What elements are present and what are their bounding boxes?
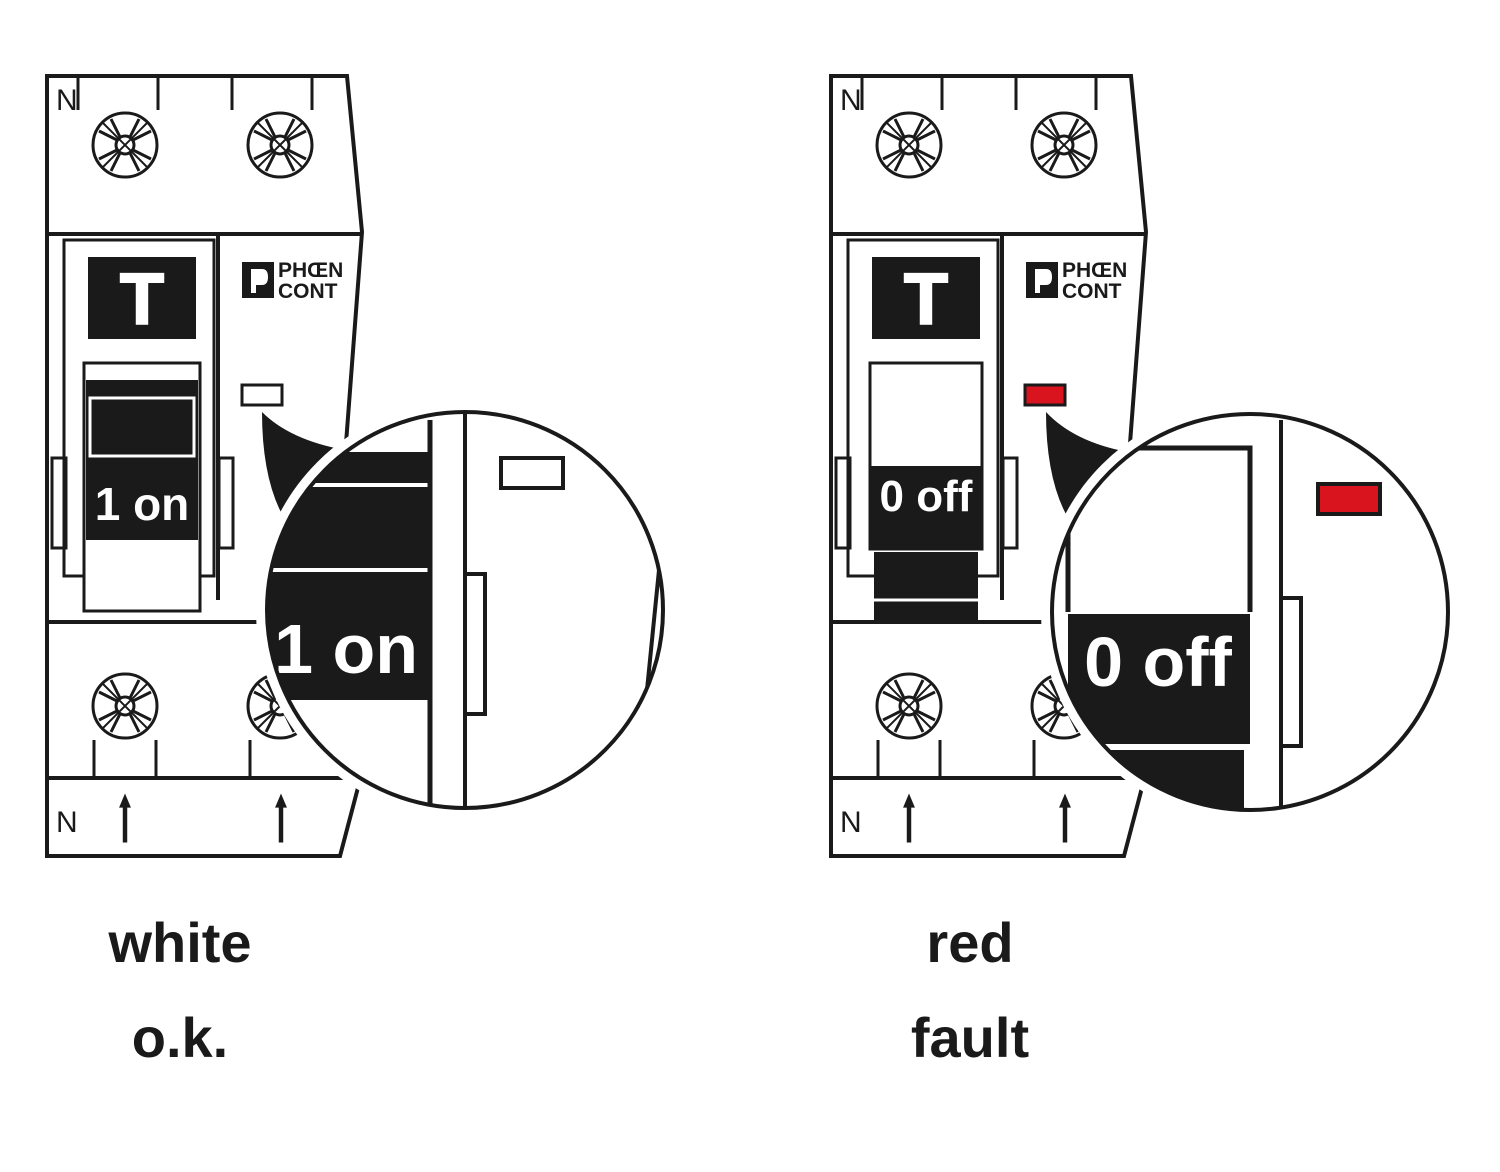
switch-lever[interactable]: 1 on [82,361,202,613]
screw-terminal-icon [91,111,159,179]
zoom-status-indicator [499,456,565,490]
logo-text-line2: CONT [278,280,338,303]
status-indicator [240,383,284,407]
zoom-status-indicator [1316,482,1382,516]
indicator-color-label: red [926,911,1013,974]
screw-terminal-icon [91,672,159,740]
logo-text-line1: PHŒN [1062,259,1127,282]
arrow-up-icon [275,793,287,843]
test-button[interactable]: T [872,257,980,341]
screw-terminal-icon [1030,111,1098,179]
test-button[interactable]: T [88,257,196,341]
arrow-up-icon [119,793,131,843]
logo-text-line2: CONT [1062,280,1122,303]
status-indicator [1023,383,1067,407]
switch-lever[interactable]: 0 off [868,361,984,622]
zoom-switch-label: 0 off [1084,623,1232,701]
screw-terminal-icon [875,672,943,740]
test-button-label: T [120,260,164,340]
state-label: fault [911,1006,1029,1069]
test-button-label: T [904,260,948,340]
terminal-label-top: N [840,84,862,117]
arrow-up-icon [1059,793,1071,843]
zoom-magnifier: 0 off [1041,403,1459,821]
logo-icon: PHŒN CONT [1026,259,1127,303]
switch-label: 0 off [880,472,973,521]
terminal-label-top: N [56,84,78,117]
screw-terminal-icon [246,111,314,179]
zoom-switch-label: 1 on [274,610,418,688]
switch-label: 1 on [95,478,190,530]
indicator-color-label: white [107,911,251,974]
terminal-label-bottom: N [840,806,862,839]
callout-pointer [1046,412,1128,540]
logo-text-line1: PHŒN [278,259,343,282]
screw-terminal-icon [875,111,943,179]
zoom-magnifier: 1 on [256,401,674,819]
logo-icon: PHŒN CONT [242,259,343,303]
panel-ok: N N T PHŒN CONT 1 on [45,74,674,1069]
state-label: o.k. [132,1006,228,1069]
terminal-label-bottom: N [56,806,78,839]
arrow-up-icon [903,793,915,843]
panel-fault: N N T PHŒN CONT 0 off [829,74,1459,1069]
